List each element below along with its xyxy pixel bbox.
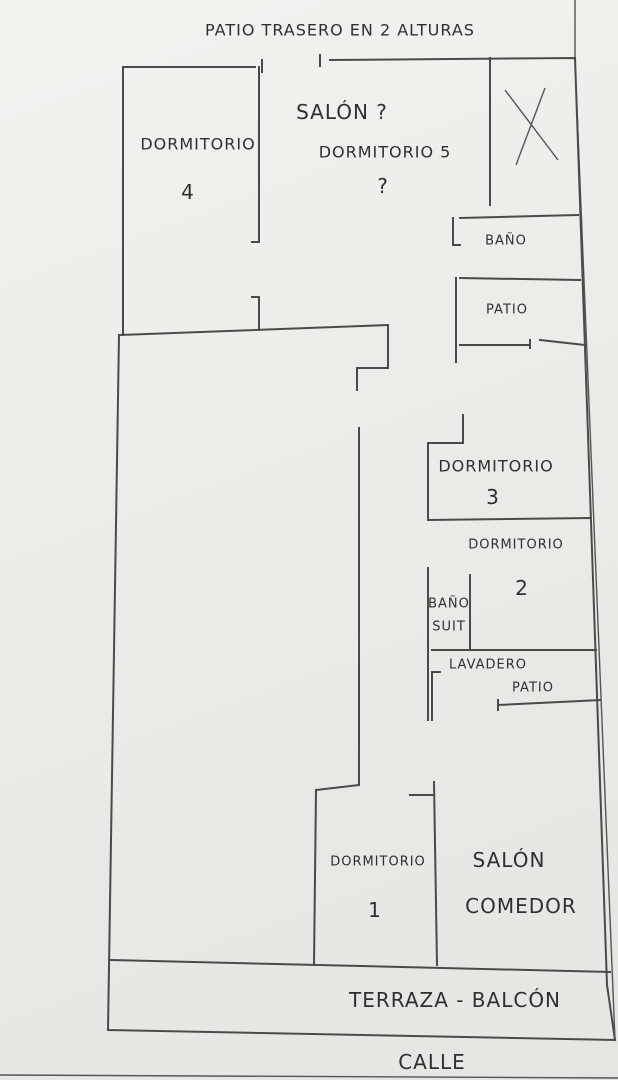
dorm3-number: 3 <box>486 485 500 509</box>
calle-label: CALLE <box>398 1050 466 1074</box>
lavadero-label: LAVADERO <box>448 657 528 673</box>
lavadero-patio-label: PATIO <box>512 680 554 696</box>
bano-suit-label-2: SUIT <box>432 619 466 635</box>
corridor-wall-top <box>117 323 389 391</box>
dorm2-number: 2 <box>515 576 529 600</box>
bano-bottom-wall <box>455 276 582 363</box>
lavadero-bottom-wall <box>496 698 602 707</box>
dorm5-question: ? <box>377 174 389 198</box>
dorm4-label: DORMITORIO <box>140 134 256 154</box>
salon-question-label: SALÓN ? <box>296 100 388 124</box>
dorm1-label: DORMITORIO <box>330 854 426 870</box>
terraza-wall <box>108 958 612 974</box>
dorm4-door-jamb <box>251 296 260 331</box>
lavadero-left-jamb <box>431 671 441 721</box>
dorm1-number: 1 <box>368 898 382 922</box>
bano-label: BAÑO <box>485 233 527 249</box>
patio-label: PATIO <box>486 302 528 318</box>
bano-wall <box>452 213 580 246</box>
bano-suit-label: BAÑO <box>428 596 470 612</box>
dorm3-wall <box>427 414 592 522</box>
dorm4-wall <box>251 66 260 243</box>
patio-trasero-label: PATIO TRASERO EN 2 ALTURAS <box>205 20 475 40</box>
dorm5-label: DORMITORIO 5 <box>318 142 452 162</box>
dorm1-left-wall <box>312 783 361 967</box>
dorm1-right-wall <box>432 780 439 967</box>
bano-suit-wall <box>427 567 471 721</box>
comedor-label: COMEDOR <box>465 894 577 918</box>
salon-label: SALÓN <box>472 848 546 872</box>
terraza-label: TERRAZA - BALCÓN <box>348 988 562 1012</box>
dorm3-label: DORMITORIO <box>438 456 554 476</box>
sheet-bottom-line <box>0 1074 618 1079</box>
dorm4-number: 4 <box>181 180 195 204</box>
outer-wall <box>106 56 617 1042</box>
dorm2-label: DORMITORIO <box>468 537 564 553</box>
patio-bottom-wall <box>459 338 587 347</box>
x-mark-line <box>515 87 546 166</box>
